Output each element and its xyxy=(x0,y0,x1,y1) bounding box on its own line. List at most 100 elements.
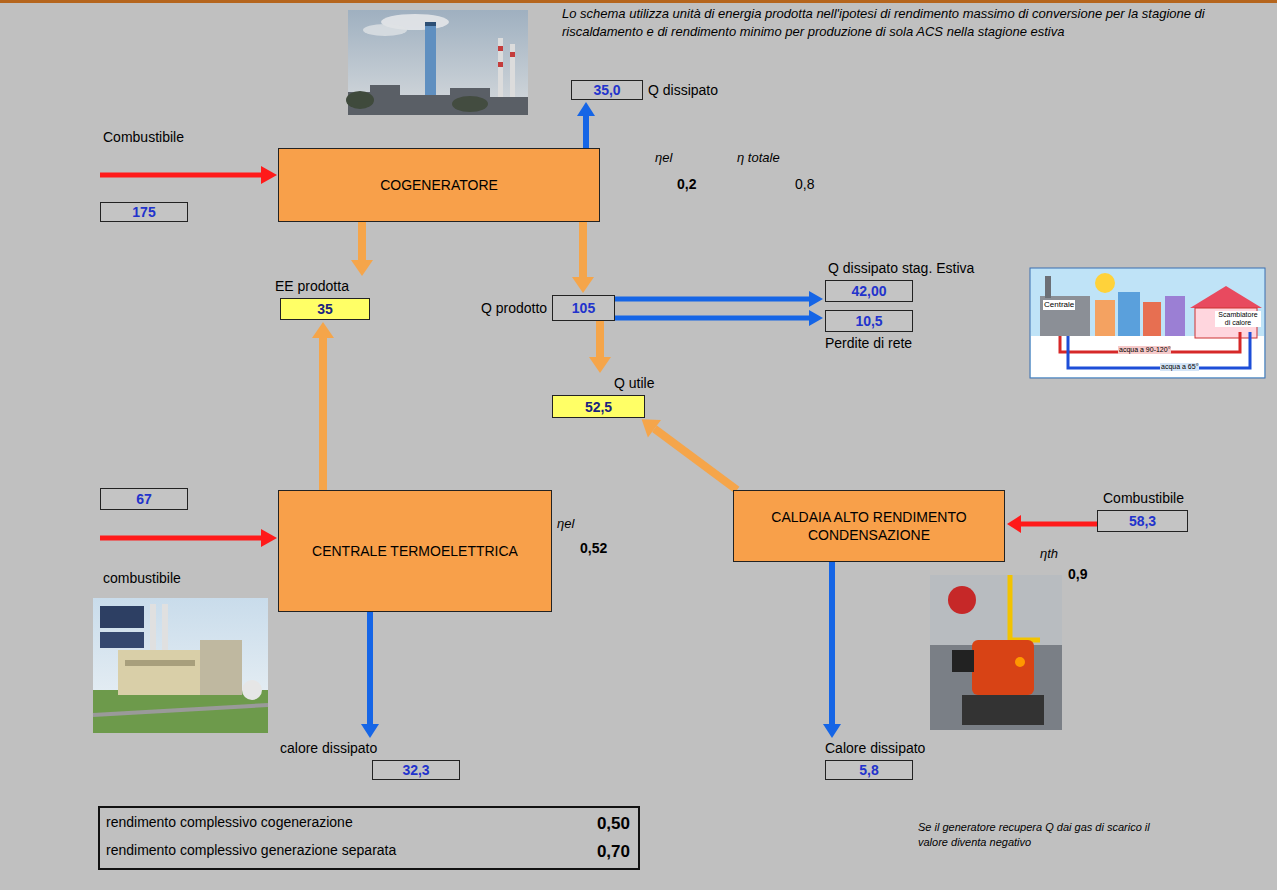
arrow-shaft xyxy=(655,429,738,490)
picture-caption: Centrale xyxy=(1043,300,1075,310)
picture-caption: acqua a 90-120° xyxy=(1118,346,1171,354)
scheme-note: Lo schema utilizza unità di energia prod… xyxy=(562,5,1270,41)
arrow-shaft xyxy=(367,612,373,724)
arrow-shaft xyxy=(579,222,587,277)
arrow-shaft xyxy=(615,316,809,321)
value-box: 35 xyxy=(280,298,370,320)
value-heading: Q dissipato xyxy=(648,82,718,98)
cogeneration-plant-photo xyxy=(346,10,528,115)
value-number: 10,5 xyxy=(855,313,882,329)
arrow-head xyxy=(589,357,611,373)
value-number: 175 xyxy=(132,204,155,220)
summary-table: rendimento complessivo cogenerazione0,50… xyxy=(98,806,640,870)
table-value: 0,50 xyxy=(597,814,630,834)
box-title: COGENERATORE xyxy=(380,176,498,194)
arrow-head xyxy=(577,102,595,116)
value-node: 58,3 Combustibile xyxy=(1097,490,1188,532)
arrow-shaft xyxy=(596,321,604,357)
value-number: 35,0 xyxy=(593,82,620,98)
value-box: 105 xyxy=(552,295,615,321)
value-number: 67 xyxy=(136,491,152,507)
value-node: 105 Q prodotto xyxy=(481,295,615,321)
value-box: 58,3 xyxy=(1097,510,1188,532)
flow-arrow xyxy=(615,310,823,326)
value-heading: Calore dissipato xyxy=(825,740,925,756)
flow-arrow xyxy=(361,612,379,738)
value-node: 42,00 Q dissipato stag. Estiva xyxy=(825,260,975,302)
value-box: 35,0 xyxy=(571,80,643,100)
process-box: CALDAIA ALTO RENDIMENTO CONDENSAZIONE xyxy=(733,490,1005,562)
flow-arrow xyxy=(572,222,594,293)
efficiency-symbol: ηel xyxy=(655,150,672,166)
power-plant-photo xyxy=(93,598,268,733)
arrow-shaft xyxy=(319,338,327,490)
boiler-photo xyxy=(930,575,1062,730)
arrow-head xyxy=(351,260,373,276)
value-node: 52,5Q utile xyxy=(552,375,655,418)
table-label: rendimento complessivo cogenerazione xyxy=(106,814,597,834)
flow-arrow xyxy=(312,322,334,490)
fuel-arrow xyxy=(100,166,277,547)
process-box: COGENERATORE xyxy=(278,148,600,222)
table-label: rendimento complessivo generazione separ… xyxy=(106,842,597,862)
arrow-head xyxy=(572,277,594,293)
flow-arrow xyxy=(823,562,841,738)
value-heading: Q prodotto xyxy=(481,300,547,316)
value-node: 5,8 Calore dissipato xyxy=(825,740,926,780)
picture-caption: Scambiatore di calore xyxy=(1215,311,1261,327)
efficiency-symbol: η totale xyxy=(737,150,780,166)
flow-arrow xyxy=(577,102,595,148)
value-box: 52,5 xyxy=(552,395,645,418)
efficiency-value: 0,8 xyxy=(795,176,814,193)
value-number: 58,3 xyxy=(1129,513,1156,529)
value-number: 52,5 xyxy=(585,399,612,415)
value-box: 67 xyxy=(100,488,188,510)
efficiency-value: 0,52 xyxy=(580,540,607,557)
value-node: 35,0 Q dissipato xyxy=(571,80,719,100)
value-heading: EE prodotta xyxy=(275,278,349,294)
value-node: 10,5Perdite di rete xyxy=(825,310,913,352)
flow-arrow xyxy=(615,291,823,307)
value-box: 5,8 xyxy=(825,760,913,780)
district-heating-illustration xyxy=(1030,268,1265,378)
efficiency-value: 0,9 xyxy=(1068,566,1087,583)
flow-arrow xyxy=(642,419,737,490)
value-box: 10,5 xyxy=(825,310,913,332)
value-box: 32,3 xyxy=(372,760,460,780)
arrow-head xyxy=(809,291,823,307)
arrow-head xyxy=(312,322,334,338)
efficiency-value: 0,2 xyxy=(677,176,696,193)
value-node: 35 EE prodotta xyxy=(275,278,370,320)
arrow-shaft xyxy=(615,297,809,302)
value-heading: Perdite di rete xyxy=(825,335,912,351)
value-heading: Combustibile xyxy=(1103,490,1184,506)
value-heading: Q utile xyxy=(614,375,654,391)
value-box: 42,00 xyxy=(825,280,913,302)
arrow-shaft xyxy=(583,116,589,148)
input-label: Combustibile xyxy=(103,129,184,146)
picture-caption: acqua a 65° xyxy=(1160,363,1199,371)
arrow-shaft xyxy=(1021,522,1097,527)
value-number: 42,00 xyxy=(851,283,886,299)
top-rule xyxy=(0,0,1277,3)
efficiency-symbol: ηth xyxy=(1040,546,1058,562)
value-number: 105 xyxy=(572,300,595,316)
value-number: 5,8 xyxy=(859,762,878,778)
arrow-shaft xyxy=(829,562,835,724)
value-box: 175 xyxy=(100,202,188,222)
arrow-head xyxy=(809,310,823,326)
flow-arrow xyxy=(1007,515,1097,533)
arrow-shaft xyxy=(358,222,366,260)
flow-arrow xyxy=(589,321,611,373)
value-node: 32,3calore dissipato xyxy=(280,740,460,780)
efficiency-symbol: ηel xyxy=(557,516,574,532)
box-title: CALDAIA ALTO RENDIMENTO CONDENSAZIONE xyxy=(742,508,996,544)
side-note: Se il generatore recupera Q dai gas di s… xyxy=(918,820,1158,850)
input-label: combustibile xyxy=(103,570,181,587)
value-number: 32,3 xyxy=(402,762,429,778)
value-heading: Q dissipato stag. Estiva xyxy=(828,260,974,276)
arrow-head xyxy=(823,724,841,738)
arrow-head xyxy=(361,724,379,738)
